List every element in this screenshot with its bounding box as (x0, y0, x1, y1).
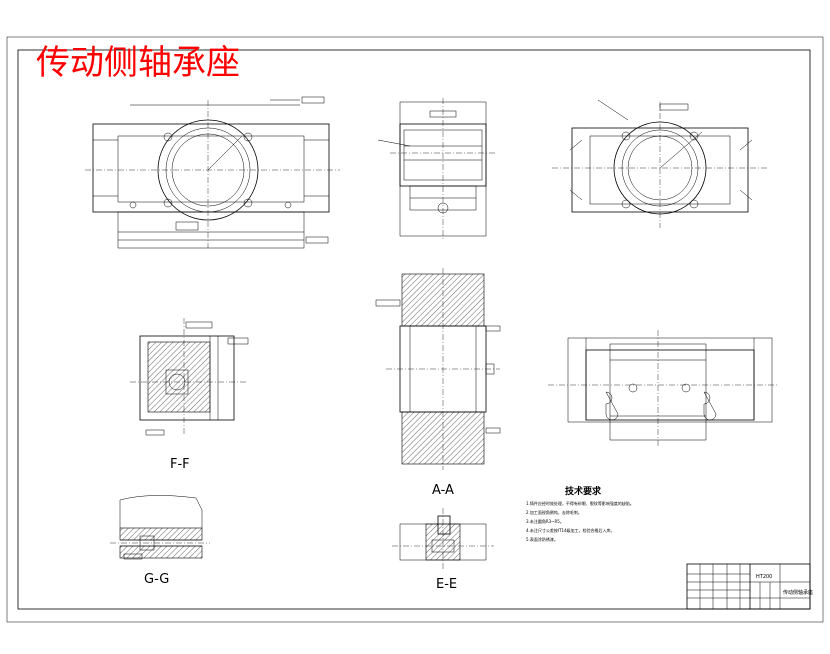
technical-requirements: 技术要求 1.铸件应经时效处理，不得有砂眼、裂纹等影响强度的缺陷。 2.加工面锐… (526, 485, 634, 542)
section-ff (130, 318, 249, 436)
section-label-gg: G-G (144, 572, 169, 587)
plan-view-right (552, 99, 768, 228)
tech-requirement-1: 1.铸件应经时效处理，不得有砂眼、裂纹等影响强度的缺陷。 (526, 500, 634, 506)
tech-requirement-4: 4.未注尺寸公差按IT14级加工，检验合格后入库。 (526, 527, 615, 533)
title-block: HT200 传动侧轴承座 (686, 563, 813, 610)
section-ee (392, 508, 494, 570)
tech-requirements-heading: 技术要求 (565, 485, 602, 497)
section-label-aa: A-A (432, 483, 454, 498)
tech-requirement-2: 2.加工面锐角倒钝，去除毛刺。 (526, 509, 582, 515)
section-label-ff: F-F (170, 457, 190, 472)
section-label-ee: E-E (436, 577, 457, 592)
title-block-material: HT200 (756, 574, 772, 580)
section-aa (375, 268, 501, 470)
tech-requirement-3: 3.未注圆角R3~R5。 (526, 518, 564, 524)
inner-border (17, 49, 811, 610)
title-block-drawing-name: 传动侧轴承座 (783, 589, 813, 596)
drawing-title: 传动侧轴承座 (36, 43, 240, 83)
front-view-middle (377, 98, 496, 240)
outer-border (6, 36, 824, 623)
plan-view-left (85, 96, 340, 249)
tech-requirement-5: 5.表面涂防锈漆。 (526, 536, 558, 542)
side-view-right (548, 330, 778, 446)
section-gg (110, 495, 210, 560)
